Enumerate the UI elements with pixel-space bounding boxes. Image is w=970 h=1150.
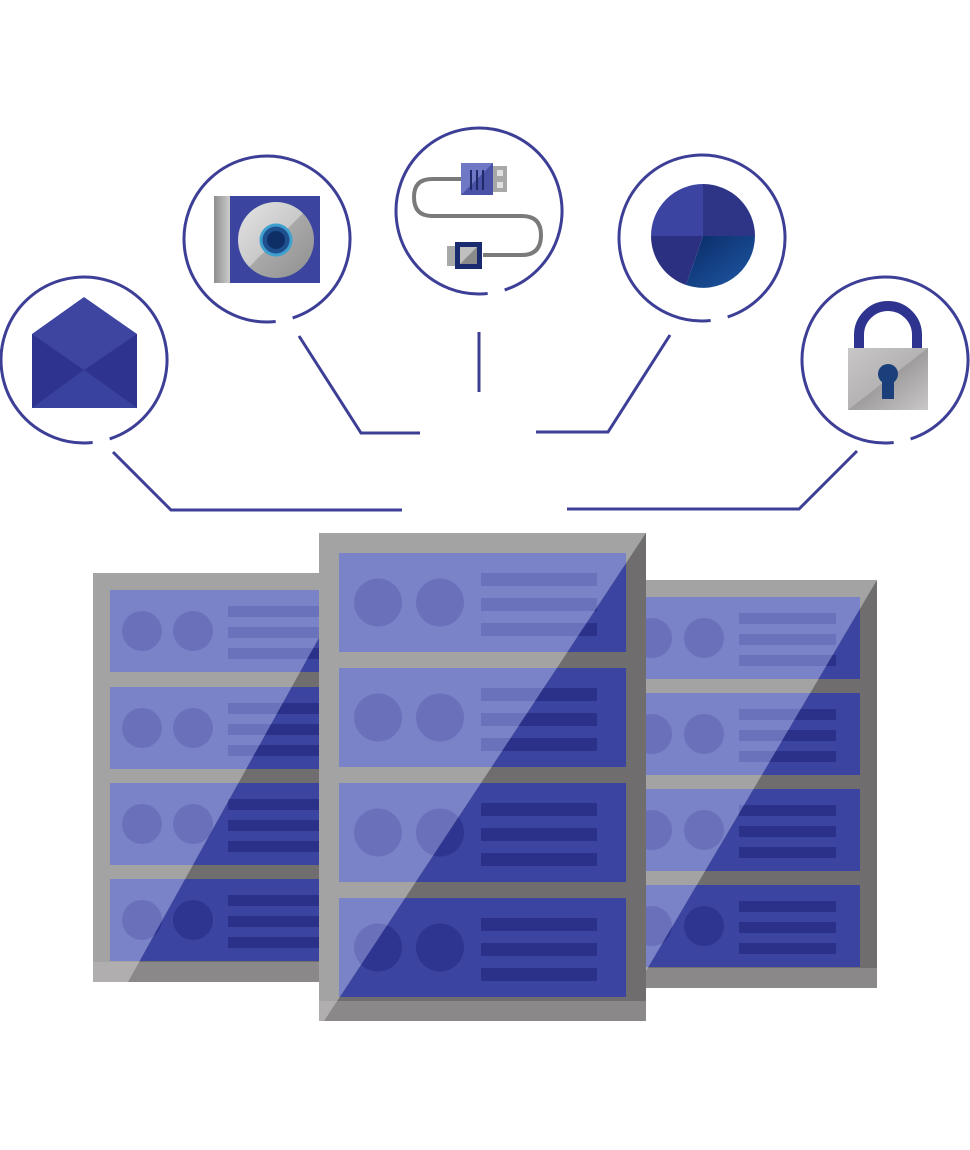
drive-slot xyxy=(739,634,836,645)
drive-slot xyxy=(739,751,836,762)
connector-pie xyxy=(536,334,672,434)
drive-slot xyxy=(228,606,338,617)
camera-lens-icon xyxy=(214,196,320,283)
status-light xyxy=(122,804,162,844)
drive-slot xyxy=(481,828,597,841)
connector-envelope xyxy=(111,450,402,512)
drive-slot xyxy=(739,943,836,954)
status-light xyxy=(173,611,213,651)
connector-lock xyxy=(567,449,859,511)
drive-slot xyxy=(481,918,597,931)
drive-slot xyxy=(739,613,836,624)
drive-slot xyxy=(228,820,338,831)
drive-slot xyxy=(228,937,338,948)
drive-slot xyxy=(739,805,836,816)
drive-slot xyxy=(739,901,836,912)
status-light xyxy=(416,693,464,742)
drive-slot xyxy=(739,730,836,741)
pie-chart-icon xyxy=(651,184,755,288)
usb-cable-icon xyxy=(411,163,544,269)
status-light xyxy=(684,810,724,850)
padlock-icon xyxy=(848,301,928,410)
status-light xyxy=(173,900,213,940)
drive-slot xyxy=(481,968,597,981)
ring-lock xyxy=(800,275,970,445)
drive-slot xyxy=(228,745,338,756)
drive-slot xyxy=(228,895,338,906)
drive-slot xyxy=(228,648,338,659)
ring-pie xyxy=(617,153,787,323)
status-light xyxy=(122,708,162,748)
status-light xyxy=(684,618,724,658)
drive-slot xyxy=(481,573,597,586)
drive-slot xyxy=(228,724,338,735)
drive-slot xyxy=(228,841,338,852)
icon-rings xyxy=(0,126,970,445)
status-light xyxy=(122,611,162,651)
drive-slot xyxy=(228,916,338,927)
status-light xyxy=(416,923,464,972)
server-unit xyxy=(620,597,860,679)
status-light xyxy=(354,693,402,742)
status-light xyxy=(684,906,724,946)
drive-slot xyxy=(739,709,836,720)
rack-base xyxy=(636,968,877,988)
server-unit xyxy=(339,898,626,997)
ring-envelope xyxy=(0,275,169,445)
server-rack-center xyxy=(610,580,877,988)
ring-camera xyxy=(182,154,352,324)
drive-slot xyxy=(228,627,338,638)
drive-slot xyxy=(481,738,597,751)
server-racks xyxy=(93,533,877,1021)
drive-slot xyxy=(739,847,836,858)
drive-slot xyxy=(739,922,836,933)
status-light xyxy=(354,808,402,857)
status-light xyxy=(684,714,724,754)
status-light xyxy=(173,708,213,748)
rack-base xyxy=(128,962,345,982)
drive-slot xyxy=(481,598,597,611)
drive-slot xyxy=(481,943,597,956)
status-light xyxy=(354,578,402,627)
drive-slot xyxy=(228,703,338,714)
drive-slot xyxy=(481,623,597,636)
drive-slot xyxy=(228,799,338,810)
server-unit xyxy=(339,553,626,652)
status-light xyxy=(122,900,162,940)
ring-usb xyxy=(394,126,564,296)
server-rack-left xyxy=(93,573,345,982)
drive-slot xyxy=(481,853,597,866)
status-light xyxy=(173,804,213,844)
connector-lines xyxy=(111,332,859,512)
connector-camera xyxy=(297,335,420,435)
drive-slot xyxy=(739,826,836,837)
server-rack-right xyxy=(319,533,646,1021)
drive-slot xyxy=(739,655,836,666)
server-unit xyxy=(110,590,345,672)
envelope-icon xyxy=(32,297,137,408)
drive-slot xyxy=(481,803,597,816)
status-light xyxy=(416,578,464,627)
rack-base xyxy=(324,1001,646,1021)
